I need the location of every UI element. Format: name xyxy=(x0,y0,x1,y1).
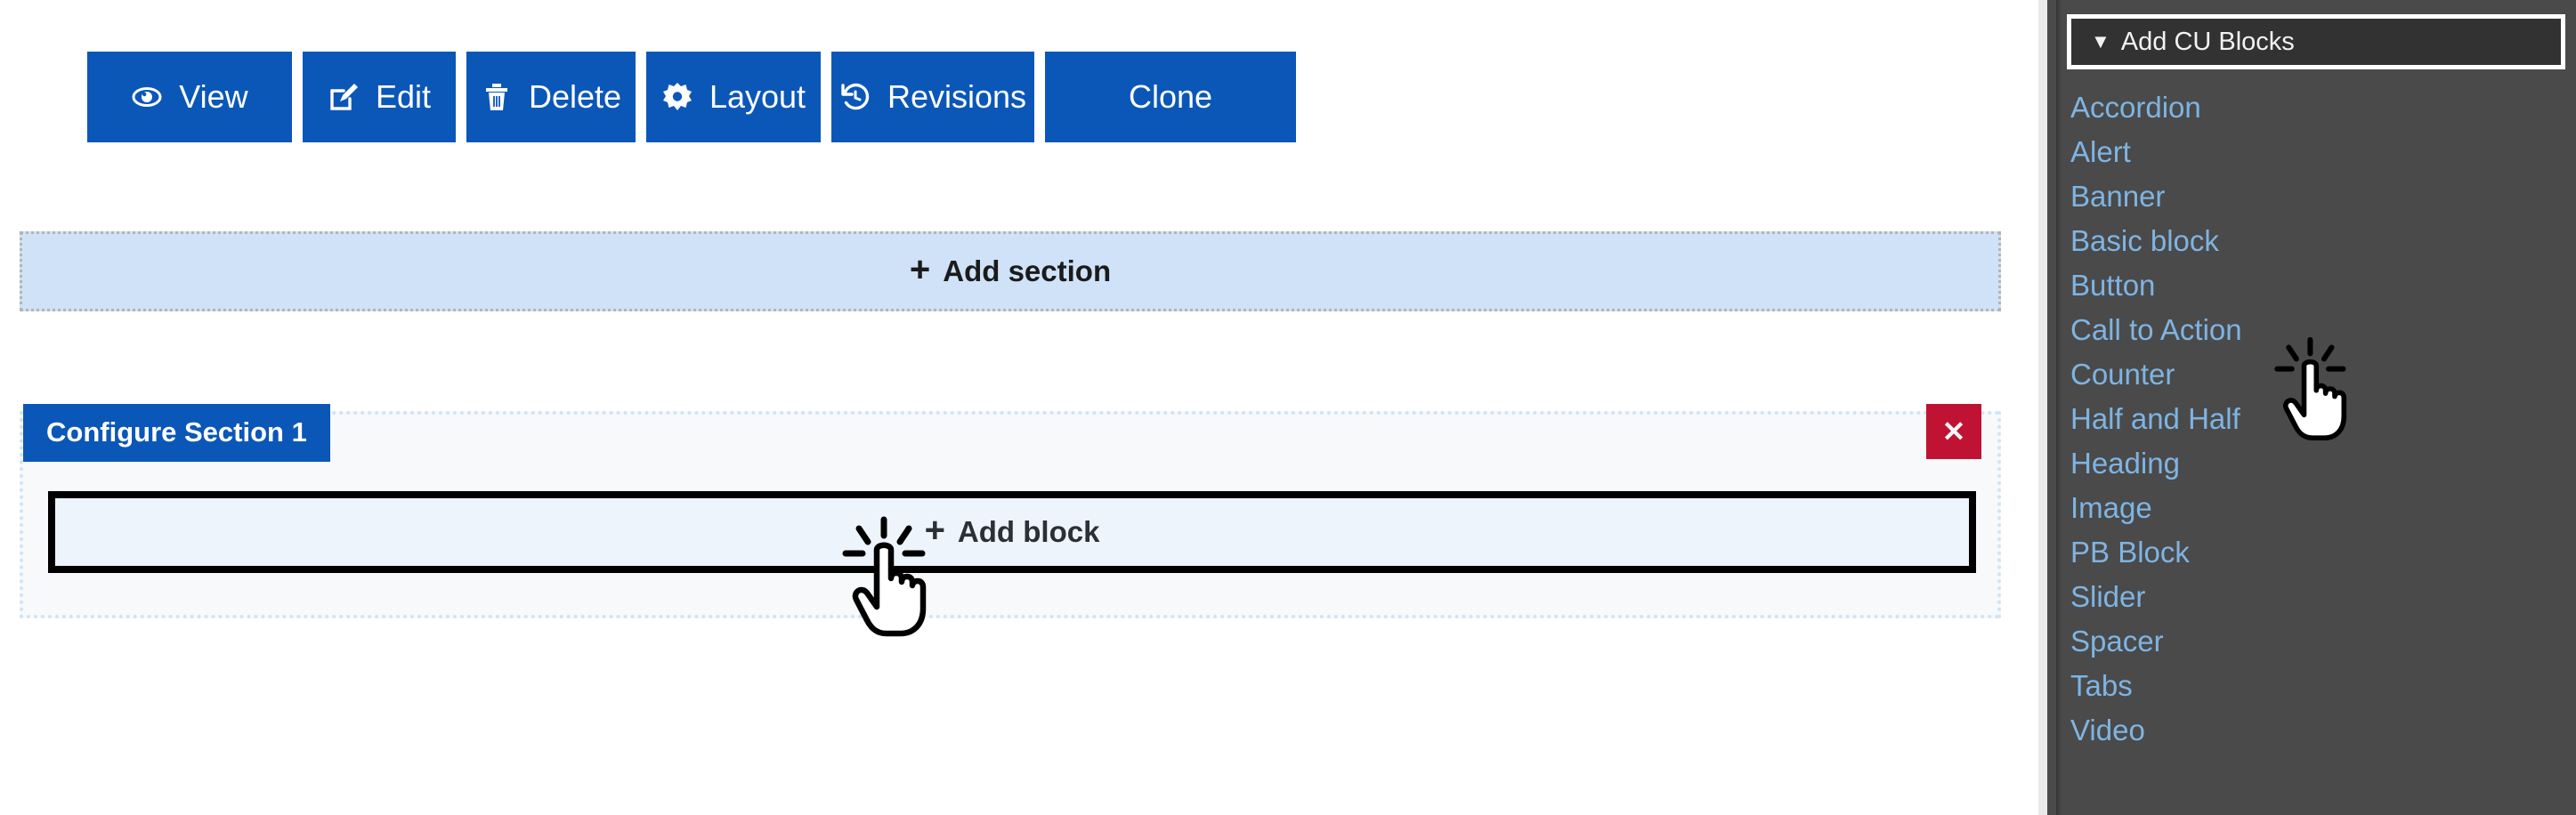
clone-button[interactable]: Clone xyxy=(1045,52,1296,142)
panel-edge-shadow xyxy=(2056,0,2062,815)
add-section-label: Add section xyxy=(943,254,1112,287)
add-section-dropzone[interactable]: + Add section xyxy=(20,231,2001,311)
gear-icon xyxy=(661,81,693,113)
cu-block-link-image[interactable]: Image xyxy=(2070,491,2152,524)
cu-blocks-list: Accordion Alert Banner Basic block Butto… xyxy=(2070,85,2569,753)
add-cu-blocks-header-label: Add CU Blocks xyxy=(2120,27,2295,56)
section-1-container: Configure Section 1 ✕ + Add block xyxy=(20,404,2001,618)
plus-icon: + xyxy=(924,511,945,550)
edit-button-label: Edit xyxy=(375,78,432,115)
cu-block-link-counter[interactable]: Counter xyxy=(2070,358,2175,391)
remove-section-button[interactable]: ✕ xyxy=(1926,404,1981,459)
cu-block-link-spacer[interactable]: Spacer xyxy=(2070,625,2164,658)
add-cu-blocks-panel: ▼ Add CU Blocks Accordion Alert Banner B… xyxy=(2038,0,2576,815)
pencil-square-icon xyxy=(328,81,360,113)
cu-block-link-accordion[interactable]: Accordion xyxy=(2070,91,2201,124)
trash-icon xyxy=(481,81,513,113)
add-cu-blocks-header[interactable]: ▼ Add CU Blocks xyxy=(2067,14,2565,69)
layout-button-label: Layout xyxy=(709,78,806,115)
cu-block-link-half-and-half[interactable]: Half and Half xyxy=(2070,402,2240,435)
cu-block-link-tabs[interactable]: Tabs xyxy=(2070,669,2133,702)
add-section-inner: + Add section xyxy=(909,250,1112,289)
configure-section-1-button[interactable]: Configure Section 1 xyxy=(23,404,330,462)
cu-block-link-heading[interactable]: Heading xyxy=(2070,447,2180,480)
view-button[interactable]: View xyxy=(87,52,292,142)
cu-block-link-button[interactable]: Button xyxy=(2070,269,2156,302)
cu-block-link-pb-block[interactable]: PB Block xyxy=(2070,536,2190,569)
clock-revert-icon xyxy=(839,81,871,113)
delete-button[interactable]: Delete xyxy=(466,52,636,142)
add-block-inner: + Add block xyxy=(924,511,1100,550)
plus-icon: + xyxy=(909,250,931,289)
revisions-button-label: Revisions xyxy=(887,78,1027,115)
layout-button[interactable]: Layout xyxy=(646,52,821,142)
node-operations-toolbar: View Edit Delete xyxy=(87,52,1296,142)
configure-section-1-label: Configure Section 1 xyxy=(46,416,307,448)
delete-button-label: Delete xyxy=(528,78,622,115)
chevron-down-icon: ▼ xyxy=(2091,30,2110,52)
cu-block-link-video[interactable]: Video xyxy=(2070,714,2145,746)
cu-block-link-basic-block[interactable]: Basic block xyxy=(2070,224,2219,257)
add-block-dropzone[interactable]: + Add block xyxy=(48,491,1976,573)
cu-block-link-slider[interactable]: Slider xyxy=(2070,580,2146,613)
edit-button[interactable]: Edit xyxy=(303,52,456,142)
close-icon: ✕ xyxy=(1941,416,1966,448)
view-button-label: View xyxy=(179,78,248,115)
add-block-label: Add block xyxy=(957,515,1100,548)
eye-icon xyxy=(131,81,163,113)
clone-button-label: Clone xyxy=(1128,78,1213,115)
cu-block-link-call-to-action[interactable]: Call to Action xyxy=(2070,313,2242,346)
cu-block-link-alert[interactable]: Alert xyxy=(2070,135,2131,168)
revisions-button[interactable]: Revisions xyxy=(831,52,1034,142)
cu-block-link-banner[interactable]: Banner xyxy=(2070,180,2166,213)
